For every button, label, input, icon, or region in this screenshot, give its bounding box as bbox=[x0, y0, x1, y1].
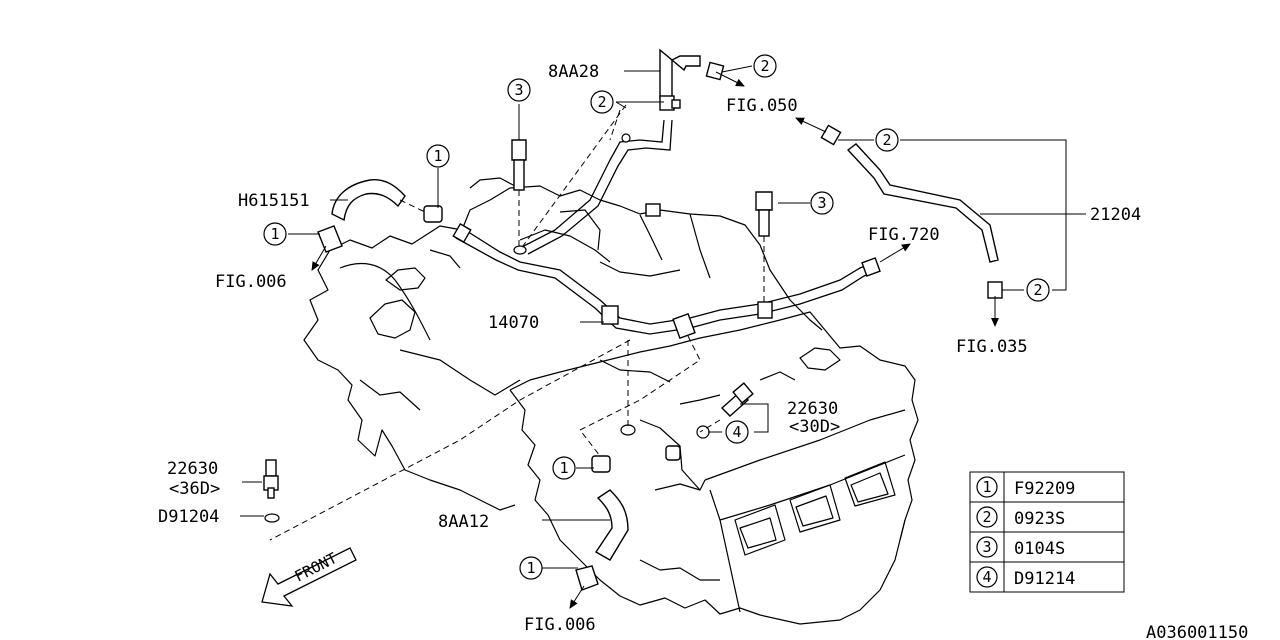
label-21204: 21204 bbox=[1090, 205, 1141, 225]
part-labels: 8AA28 FIG.050 H615151 FIG.006 21204 FIG.… bbox=[158, 62, 1248, 640]
callout-2-fig050: 2 bbox=[875, 128, 899, 152]
callout-4-sensor: 4 bbox=[725, 420, 749, 444]
callout-3-left-bolt: 3 bbox=[507, 78, 531, 102]
svg-text:3: 3 bbox=[817, 194, 826, 212]
label-14070: 14070 bbox=[488, 313, 539, 333]
svg-text:4: 4 bbox=[982, 568, 991, 586]
label-fig006-top: FIG.006 bbox=[215, 272, 287, 292]
engine-block-illustration bbox=[303, 177, 919, 625]
svg-text:2: 2 bbox=[982, 508, 991, 526]
svg-text:2: 2 bbox=[760, 57, 769, 75]
callout-circles: 2 2 3 1 1 3 2 2 bbox=[263, 54, 1050, 580]
svg-text:1: 1 bbox=[982, 478, 991, 496]
svg-text:1: 1 bbox=[270, 225, 279, 243]
svg-text:1: 1 bbox=[559, 459, 568, 477]
callout-1-bottom: 1 bbox=[519, 556, 543, 580]
label-22630-30d-sub: <30D> bbox=[789, 417, 840, 437]
label-fig720: FIG.720 bbox=[868, 225, 940, 245]
callout-2-upper: 2 bbox=[590, 90, 614, 114]
svg-text:3: 3 bbox=[514, 81, 523, 99]
legend-row-2: 2 0923S bbox=[976, 506, 1065, 529]
leader-lines bbox=[240, 65, 1086, 609]
svg-text:3: 3 bbox=[982, 538, 991, 556]
legend-row-1: 1 F92209 bbox=[976, 476, 1075, 499]
svg-text:4: 4 bbox=[732, 423, 741, 441]
svg-text:0923S: 0923S bbox=[1014, 509, 1065, 529]
callout-2-fig035: 2 bbox=[1026, 278, 1050, 302]
svg-text:1: 1 bbox=[526, 559, 535, 577]
svg-text:2: 2 bbox=[597, 93, 606, 111]
label-22630-30d: 22630 bbox=[787, 399, 838, 419]
label-8aa28: 8AA28 bbox=[548, 62, 599, 82]
svg-text:D91214: D91214 bbox=[1014, 569, 1075, 589]
label-22630-36d: 22630 bbox=[167, 459, 218, 479]
label-h615151: H615151 bbox=[238, 191, 310, 211]
label-8aa12: 8AA12 bbox=[438, 512, 489, 532]
installation-dashed-lines bbox=[269, 104, 765, 541]
callout-3-right-bolt: 3 bbox=[810, 191, 834, 215]
label-fig035: FIG.035 bbox=[956, 337, 1028, 357]
front-direction-indicator: FRONT bbox=[261, 547, 357, 607]
callout-2-8aa28: 2 bbox=[753, 54, 777, 78]
svg-text:2: 2 bbox=[882, 131, 891, 149]
hoses-and-pipes bbox=[263, 48, 1003, 591]
label-drawing-id: A036001150 bbox=[1146, 623, 1248, 640]
svg-text:1: 1 bbox=[433, 147, 442, 165]
svg-text:F92209: F92209 bbox=[1014, 479, 1075, 499]
svg-text:2: 2 bbox=[1033, 281, 1042, 299]
svg-text:0104S: 0104S bbox=[1014, 539, 1065, 559]
legend-table: 1 F92209 2 0923S 3 0104S 4 D91214 bbox=[969, 471, 1125, 593]
callout-1-left: 1 bbox=[263, 222, 287, 246]
label-22630-36d-sub: <36D> bbox=[169, 479, 220, 499]
label-d91204: D91204 bbox=[158, 507, 219, 527]
label-fig050: FIG.050 bbox=[726, 96, 798, 116]
callout-1-lower-clamp: 1 bbox=[552, 456, 576, 480]
legend-row-3: 3 0104S bbox=[976, 536, 1065, 559]
label-fig006-bottom: FIG.006 bbox=[524, 615, 596, 635]
legend-row-4: 4 D91214 bbox=[976, 566, 1075, 589]
callout-1-upper-clamp: 1 bbox=[426, 144, 450, 168]
